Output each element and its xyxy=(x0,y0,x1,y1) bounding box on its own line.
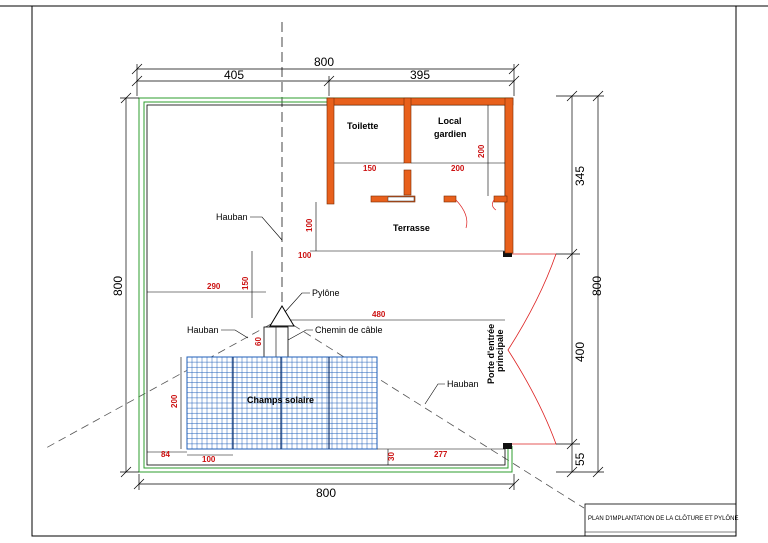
title-block-frame xyxy=(584,503,737,537)
toilette-label: Toilette xyxy=(347,121,378,131)
gate-swing-arc xyxy=(507,253,557,445)
cable-y-dim: 60 xyxy=(254,337,263,346)
bottom-total-dim: 800 xyxy=(316,486,336,500)
hauban-right-label: Hauban xyxy=(447,379,479,389)
toilette-width-dim: 150 xyxy=(363,164,377,173)
right-mid-dim: 400 xyxy=(573,342,587,362)
cable-length-dim: 480 xyxy=(372,310,386,319)
terrasse-offset-dim: 100 xyxy=(298,251,312,260)
right-dimensions xyxy=(556,90,604,478)
top-right-dim: 395 xyxy=(410,68,430,82)
hauban-left-label: Hauban xyxy=(187,325,219,335)
pylone-y-dim: 150 xyxy=(241,276,250,290)
pylone-triangle xyxy=(269,305,295,327)
entrance-label-line2: principale xyxy=(495,329,505,372)
top-dimensions xyxy=(131,63,520,96)
gate-opening xyxy=(503,254,517,446)
solar-bottom-dim: 30 xyxy=(387,452,396,461)
top-left-dim: 405 xyxy=(224,68,244,82)
local-door-arc xyxy=(455,199,468,229)
cable-path-leader xyxy=(287,329,313,341)
building-walls xyxy=(326,97,514,254)
hauban-top-leader xyxy=(250,216,283,241)
left-total-dim: 800 xyxy=(111,276,125,296)
right-top-dim: 345 xyxy=(573,166,587,186)
guy-wire-left-line xyxy=(45,317,283,449)
hauban-left-leader xyxy=(221,329,249,339)
solar-field xyxy=(186,356,378,450)
local-door-arc-2 xyxy=(492,199,497,211)
terrasse-label: Terrasse xyxy=(393,223,430,233)
guy-wire-right-line xyxy=(281,317,585,509)
right-total-dim: 800 xyxy=(590,276,604,296)
building-window xyxy=(387,196,415,202)
right-bottom-dim: 55 xyxy=(573,452,587,466)
pylone-x-dim: 290 xyxy=(207,282,221,291)
solar-height-dim: 200 xyxy=(170,394,179,408)
solar-left-dim: 84 xyxy=(161,450,170,459)
gardien-label: gardien xyxy=(434,129,467,139)
terrasse-height-dim: 100 xyxy=(305,218,314,232)
top-total-dim: 800 xyxy=(314,55,334,69)
sheet-border xyxy=(31,5,737,537)
local-width-dim: 200 xyxy=(451,164,465,173)
gate-post-bottom xyxy=(503,443,512,449)
gate-post-top xyxy=(503,251,512,257)
entrance-label-line1: Porte d'entrée xyxy=(486,324,496,384)
pylone-label: Pylône xyxy=(312,288,340,298)
solar-field-label: Champs solaire xyxy=(247,395,314,405)
title-block-text: PLAN D'IMPLANTATION DE LA CLÔTURE ET PYL… xyxy=(588,515,739,522)
hauban-right-leader xyxy=(424,383,445,405)
local-label: Local xyxy=(438,116,462,126)
hauban-top-label: Hauban xyxy=(216,212,248,222)
cable-path-label: Chemin de câble xyxy=(315,325,383,335)
pylone-leader xyxy=(284,292,310,313)
bottom-dimension xyxy=(133,474,520,490)
local-depth-dim: 200 xyxy=(477,144,486,158)
solar-cell-dim: 100 xyxy=(202,455,216,464)
left-dimension xyxy=(120,92,139,478)
solar-right-dim: 277 xyxy=(434,450,448,459)
